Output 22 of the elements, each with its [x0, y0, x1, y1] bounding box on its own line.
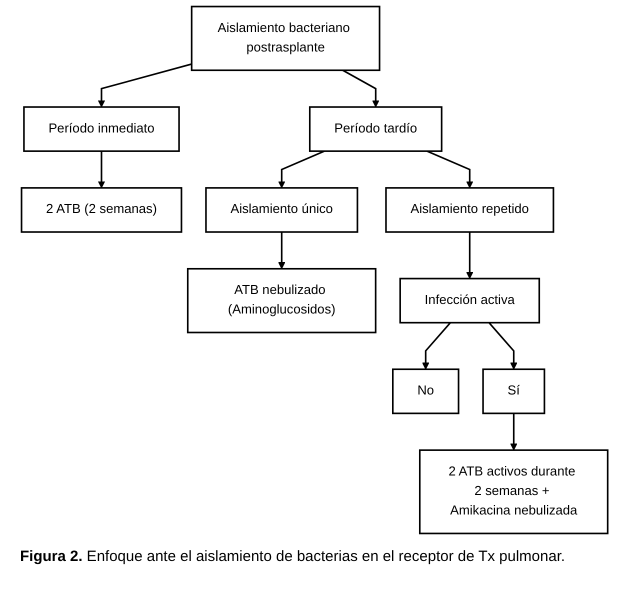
node-box: 2 ATB (2 semanas) [21, 187, 183, 233]
node-box: Período inmediato [24, 106, 180, 152]
arrow [98, 63, 192, 108]
node-box: No [392, 368, 460, 414]
node-box: 2 ATB activos durante 2 semanas + Amikacina nebulizada [419, 449, 609, 534]
node-box: Aislamiento único [206, 187, 359, 233]
arrow [466, 232, 474, 279]
node-box: Sí [482, 368, 546, 414]
arrow [422, 322, 452, 370]
arrow [278, 232, 286, 270]
node-box: Período tardío [309, 106, 443, 152]
arrow [342, 70, 380, 108]
arrow [98, 151, 106, 188]
node-box: ATB nebulizado (Aminoglucosidos) [187, 268, 377, 334]
arrow [278, 150, 326, 188]
node-box: Infección activa [400, 278, 540, 324]
arrow [510, 413, 518, 450]
arrow [488, 322, 518, 370]
node-box: Aislamiento repetido [386, 187, 555, 233]
arrow [427, 150, 474, 188]
figure-caption: Figura 2. Enfoque ante el aislamiento de bacterias en el receptor de Tx pulmonar. [20, 548, 566, 565]
node-box: Aislamiento bacteriano postrasplante [191, 6, 381, 72]
